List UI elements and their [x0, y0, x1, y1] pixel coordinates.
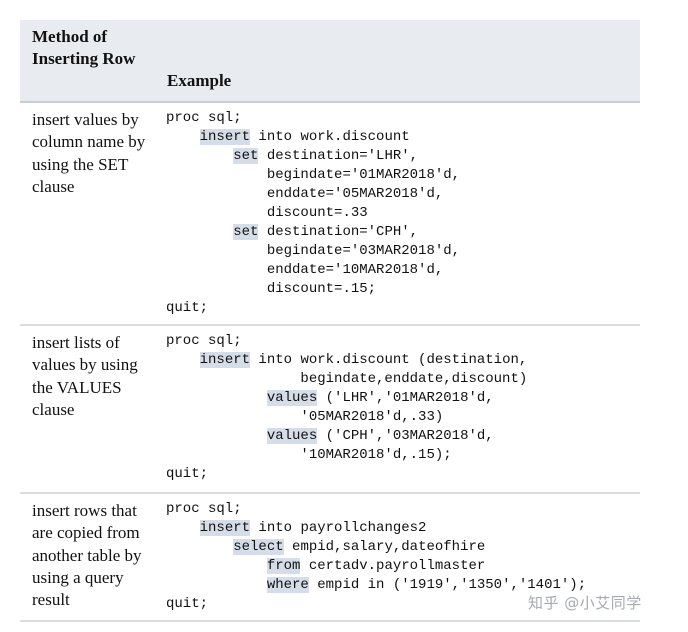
- code-line: begindate,enddate,discount): [300, 371, 528, 387]
- header-method: Method of Inserting Row: [32, 27, 136, 68]
- code-line: begindate='03MAR2018'd,: [266, 243, 461, 259]
- code-line: values ('LHR','01MAR2018'd,: [266, 390, 494, 406]
- code-keyword: set: [233, 148, 259, 164]
- code-line: insert into work.discount (destination,: [199, 352, 528, 368]
- code-line: insert into work.discount: [199, 129, 410, 145]
- code-keyword: insert: [199, 520, 251, 536]
- table-header: Method of Inserting Row Example: [20, 20, 640, 103]
- code-line: proc sql;: [166, 333, 242, 349]
- watermark: 知乎 @小艾同学: [528, 594, 642, 612]
- code-line: '10MAR2018'd,.15);: [300, 447, 452, 463]
- code-line: insert into payrollchanges2: [199, 520, 427, 536]
- code-line: quit;: [166, 466, 209, 482]
- method-cell: insert rows that are copied from another…: [32, 501, 142, 610]
- code-keyword: where: [266, 577, 309, 593]
- code-line: from certadv.payrollmaster: [266, 558, 486, 574]
- code-line: quit;: [166, 596, 209, 612]
- code-line: discount=.15;: [266, 281, 377, 297]
- insert-methods-table: Method of Inserting Row Example insert v…: [20, 20, 640, 622]
- code-line: begindate='01MAR2018'd,: [266, 167, 461, 183]
- method-cell: insert values by column name by using th…: [32, 110, 146, 196]
- code-line: proc sql;: [166, 501, 242, 517]
- code-keyword: insert: [199, 352, 251, 368]
- code-keyword: values: [266, 390, 318, 406]
- code-line: set destination='CPH',: [233, 224, 419, 240]
- code-keyword: insert: [199, 129, 251, 145]
- code-example: proc sql; insert into payrollchanges2 se…: [166, 500, 586, 614]
- code-line: discount=.33: [266, 205, 368, 221]
- table-row: insert values by column name by using th…: [20, 103, 640, 326]
- code-line: proc sql;: [166, 110, 242, 126]
- code-example: proc sql; insert into work.discount (des…: [166, 332, 527, 484]
- code-example: proc sql; insert into work.discount set …: [166, 109, 460, 318]
- code-line: set destination='LHR',: [233, 148, 419, 164]
- table-row: insert lists of values by using the VALU…: [20, 326, 640, 494]
- code-line: enddate='05MAR2018'd,: [266, 186, 444, 202]
- code-keyword: select: [233, 539, 284, 555]
- code-keyword: values: [266, 428, 318, 444]
- code-line: select empid,salary,dateofhire: [233, 539, 486, 555]
- code-keyword: from: [266, 558, 301, 574]
- table-row: insert rows that are copied from another…: [20, 494, 640, 622]
- code-line: values ('CPH','03MAR2018'd,: [266, 428, 494, 444]
- code-line: '05MAR2018'd,.33): [300, 409, 444, 425]
- header-example: Example: [167, 71, 232, 90]
- method-cell: insert lists of values by using the VALU…: [32, 333, 138, 419]
- code-keyword: set: [233, 224, 259, 240]
- code-line: where empid in ('1919','1350','1401');: [266, 577, 587, 593]
- code-line: enddate='10MAR2018'd,: [266, 262, 444, 278]
- code-line: quit;: [166, 300, 209, 316]
